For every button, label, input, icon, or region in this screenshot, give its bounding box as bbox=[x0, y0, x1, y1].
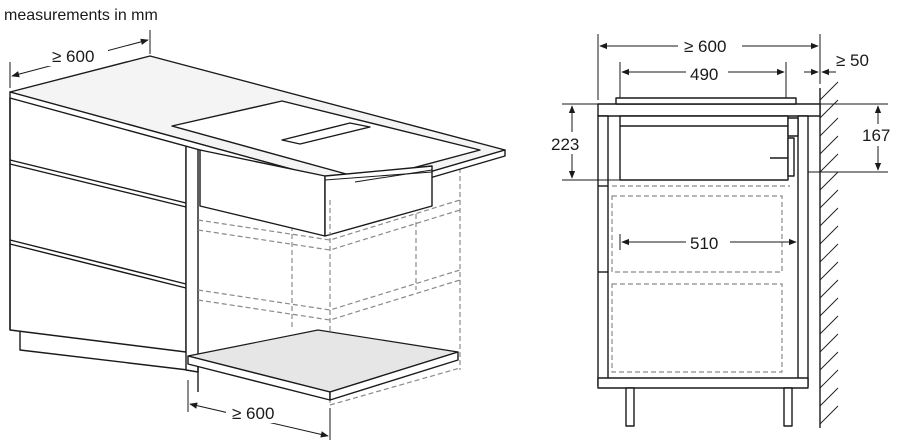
height-right-label: 167 bbox=[862, 126, 890, 145]
cabinet-left-wall bbox=[597, 115, 609, 387]
drawer-divider bbox=[9, 159, 187, 204]
inner-depth-label: 510 bbox=[690, 234, 718, 253]
section-view: ≥ 600 490 ≥ 50 223 167 510 bbox=[550, 34, 898, 428]
cabinet-right-wall bbox=[797, 115, 809, 387]
cooktop-glass bbox=[171, 100, 481, 181]
height-left-label: 223 bbox=[551, 135, 579, 154]
drawer-divider bbox=[9, 239, 187, 285]
depth-label: ≥ 600 bbox=[52, 47, 94, 66]
cabinet-floor bbox=[187, 329, 459, 393]
perspective-view: ≥ 600 ≥ 600 bbox=[9, 30, 506, 440]
cabinet-leg bbox=[783, 387, 793, 427]
section-worktop bbox=[597, 103, 821, 117]
width-label: ≥ 600 bbox=[232, 404, 274, 423]
appliance-body-side bbox=[324, 165, 433, 237]
hidden-drawer bbox=[611, 195, 783, 273]
wall-gap-label: ≥ 50 bbox=[836, 51, 869, 70]
cutout-width-label: 490 bbox=[690, 65, 718, 84]
cabinet-bottom bbox=[597, 377, 809, 389]
measurements-caption: measurements in mm bbox=[4, 7, 158, 24]
section-cooktop-glass bbox=[615, 97, 797, 105]
cabinet-side-panel bbox=[185, 139, 199, 373]
cabinet-leg bbox=[625, 387, 635, 427]
hidden-shelf bbox=[197, 199, 461, 241]
section-outlet bbox=[787, 117, 799, 137]
wall-hatch bbox=[819, 81, 839, 425]
cabinet-depth-label: ≥ 600 bbox=[684, 37, 726, 56]
hidden-drawer bbox=[611, 283, 783, 373]
extractor-vent bbox=[281, 122, 371, 145]
